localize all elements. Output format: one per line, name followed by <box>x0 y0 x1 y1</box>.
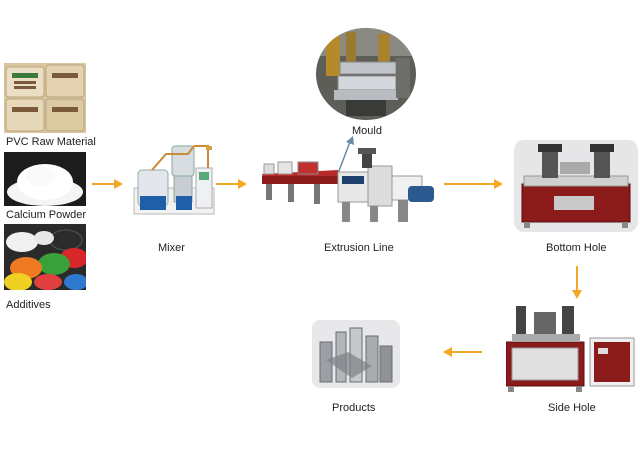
calcium-powder-label: Calcium Powder <box>6 209 87 221</box>
mixer-image <box>132 140 216 216</box>
arrow-to-extrusion <box>216 179 247 189</box>
mould-label: Mould <box>352 125 382 137</box>
pvc-raw-material-image <box>4 63 86 133</box>
arrow-to-products <box>443 347 482 357</box>
mixer-label: Mixer <box>158 242 185 254</box>
additives-image <box>4 224 86 290</box>
arrow-to-mixer <box>92 179 123 189</box>
products-image <box>312 320 400 388</box>
additives-label: Additives <box>6 299 51 311</box>
mould-image <box>316 28 416 120</box>
calcium-powder-image <box>4 152 86 206</box>
bottom-hole-image <box>514 140 638 232</box>
arrow-to-mould <box>336 136 354 177</box>
extrusion-line-label: Extrusion Line <box>324 242 394 254</box>
arrow-to-side-hole <box>572 266 582 299</box>
side-hole-image <box>506 304 636 392</box>
bottom-hole-label: Bottom Hole <box>546 242 607 254</box>
side-hole-label: Side Hole <box>548 402 596 414</box>
extrusion-line-image <box>258 146 440 230</box>
pvc-raw-material-label: PVC Raw Material <box>6 136 96 148</box>
products-label: Products <box>332 402 376 414</box>
arrow-to-bottom-hole <box>444 179 503 189</box>
